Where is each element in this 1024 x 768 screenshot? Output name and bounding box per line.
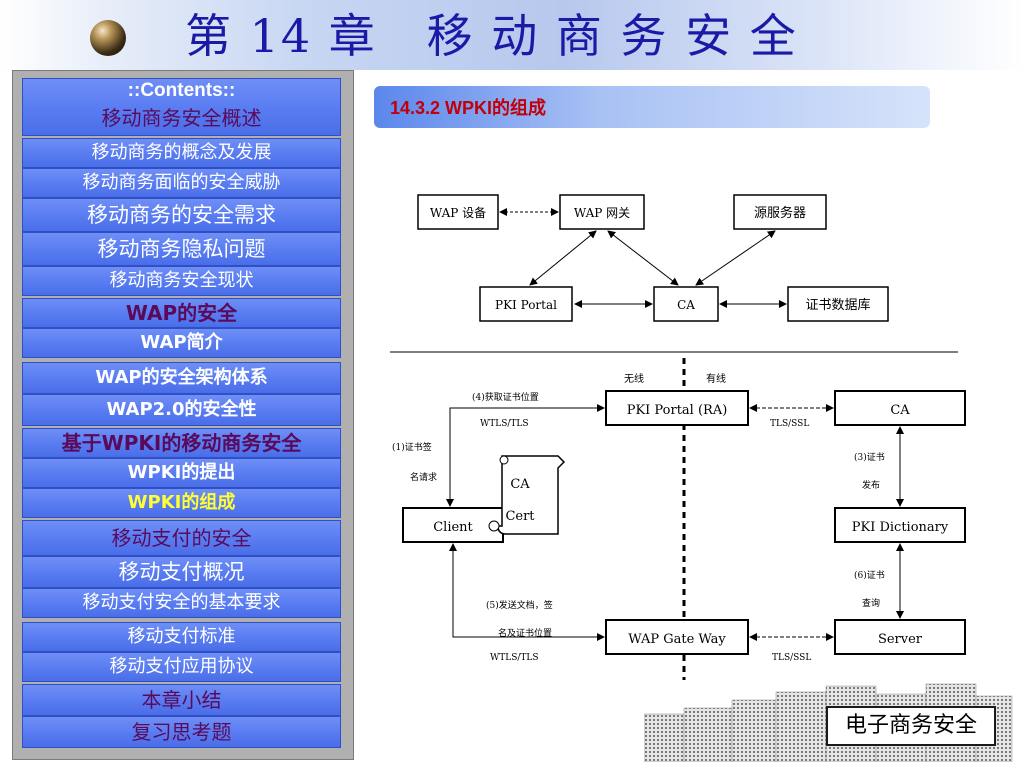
- sidebar-item-label: 移动商务的概念及发展: [91, 142, 272, 163]
- sidebar-item-label: 移动支付安全的基本要求: [82, 592, 281, 613]
- header-banner: 第 14 章 移 动 商 务 安 全: [0, 0, 1024, 70]
- sidebar-item-10[interactable]: WAP2.0的安全性: [22, 394, 341, 426]
- sidebar-item-label: 移动支付的安全: [111, 526, 252, 550]
- wireless-label: 无线: [624, 372, 644, 385]
- section-heading: 14.3.2 WPKI的组成: [390, 98, 547, 118]
- tls-ssl-label-1: TLS/SSL: [770, 419, 809, 429]
- sidebar-item-6[interactable]: 移动商务安全现状: [22, 266, 341, 296]
- pki-portal-box: [479, 286, 573, 322]
- step3-label-a: (3)证书: [854, 452, 885, 463]
- sidebar-item-label: 移动支付标准: [127, 626, 236, 647]
- sidebar-item-5[interactable]: 移动商务隐私问题: [22, 232, 341, 266]
- origin-server-label: 源服务器: [754, 205, 806, 221]
- sidebar-item-17[interactable]: 移动支付标准: [22, 622, 341, 652]
- sidebar-item-4[interactable]: 移动商务的安全需求: [22, 198, 341, 232]
- sidebar-item-7[interactable]: WAP的安全: [22, 298, 341, 328]
- sidebar-item-3[interactable]: 移动商务面临的安全威胁: [22, 168, 341, 198]
- client-label: Client: [433, 520, 473, 535]
- sidebar-item-label: WPKI的组成: [127, 492, 236, 513]
- sidebar-item-13[interactable]: WPKI的组成: [22, 488, 341, 518]
- sidebar-item-label: WAP的安全: [125, 301, 238, 325]
- step1-label-a: (1)证书签: [392, 441, 432, 453]
- sidebar-item-label: WAP简介: [140, 332, 223, 353]
- wpki-diagram: WAP 设备 WAP 网关 源服务器 PKI Portal CA 证书数据库 无…: [390, 194, 966, 680]
- sidebar-item-label: 移动支付概况: [118, 560, 245, 584]
- ca-box-top: [653, 286, 719, 322]
- step6-label-a: (6)证书: [854, 570, 885, 581]
- sidebar-item-18[interactable]: 移动支付应用协议: [22, 652, 341, 682]
- sidebar-item-15[interactable]: 移动支付概况: [22, 556, 341, 588]
- server-label: Server: [878, 632, 923, 647]
- top-diagram: WAP 设备 WAP 网关 源服务器 PKI Portal CA 证书数据库: [417, 194, 889, 322]
- wtls-tls-label-2: WTLS/TLS: [490, 653, 539, 663]
- sidebar-item-19[interactable]: 本章小结: [22, 684, 341, 716]
- sidebar-item-label: WAP的安全架构体系: [95, 367, 268, 388]
- origin-server-box: [733, 194, 827, 230]
- wap-device-box: [417, 194, 499, 230]
- pki-portal-ra-label: PKI Portal (RA): [627, 403, 728, 418]
- sidebar-item-label: 移动商务的安全需求: [87, 203, 276, 227]
- sidebar-item-label: 移动支付应用协议: [109, 656, 254, 677]
- wap-gateway-label: WAP 网关: [574, 206, 630, 220]
- bottom-diagram: 无线 有线 PKI Portal (RA) CA Client CA Cert …: [392, 358, 966, 680]
- sidebar-item-2[interactable]: 移动商务的概念及发展: [22, 138, 341, 168]
- ca-cert-line2: Cert: [505, 509, 535, 524]
- sidebar-item-9[interactable]: WAP的安全架构体系: [22, 362, 341, 394]
- step3-label-b: 发布: [862, 479, 880, 491]
- wap-gateway-box: [559, 194, 645, 230]
- sidebar-item-8[interactable]: WAP简介: [22, 328, 341, 358]
- sidebar-item-20[interactable]: 复习思考题: [22, 716, 341, 748]
- sidebar-item-16[interactable]: 移动支付安全的基本要求: [22, 588, 341, 618]
- wap-gateway-label-bottom: WAP Gate Way: [628, 632, 726, 647]
- wtls-tls-label-1: WTLS/TLS: [480, 419, 529, 429]
- pki-portal-ra-box: [605, 390, 749, 426]
- chapter-title: 第 14 章 移 动 商 务 安 全: [185, 9, 798, 63]
- sidebar-item-14[interactable]: 移动支付的安全: [22, 520, 341, 556]
- client-box: [402, 507, 504, 543]
- ca-label-top: CA: [677, 298, 695, 312]
- pki-dictionary-label: PKI Dictionary: [852, 520, 949, 535]
- ca-box-bottom: [834, 390, 966, 426]
- sidebar-item-label: 移动商务面临的安全威胁: [82, 172, 281, 193]
- tls-ssl-label-2: TLS/SSL: [772, 653, 811, 663]
- section-heading-bar: 14.3.2 WPKI的组成: [374, 86, 930, 128]
- sidebar-item-label: 移动商务隐私问题: [97, 237, 266, 261]
- sidebar-item-11[interactable]: 基于WPKI的移动商务安全: [22, 428, 341, 458]
- wap-device-label: WAP 设备: [430, 206, 486, 220]
- sidebar-item-12[interactable]: WPKI的提出: [22, 458, 341, 488]
- course-badge: 电子商务安全: [826, 706, 996, 746]
- step6-label-b: 查询: [862, 597, 880, 609]
- sphere-bullet-icon: [90, 20, 126, 56]
- sidebar-item-label: 移动商务安全概述: [101, 106, 262, 130]
- step5-label-a: (5)发送文档，签: [486, 599, 553, 611]
- wap-gateway-box-bottom: [605, 619, 749, 655]
- sidebar-item-label: 移动商务安全现状: [109, 270, 254, 291]
- step1-label-b: 名请求: [410, 471, 437, 483]
- ca-label-bottom: CA: [890, 403, 910, 418]
- ca-cert-line1: CA: [510, 477, 530, 492]
- step4-label: (4)获取证书位置: [472, 391, 539, 403]
- sidebar-item-label: WAP2.0的安全性: [106, 399, 257, 420]
- cert-db-label: 证书数据库: [805, 297, 870, 313]
- pki-dictionary-box: [834, 507, 966, 543]
- server-box: [834, 619, 966, 655]
- sidebar-item-label: 基于WPKI的移动商务安全: [61, 431, 302, 455]
- cert-db-box: [787, 286, 889, 322]
- sidebar-item-contents-header[interactable]: ::Contents::移动商务安全概述: [22, 78, 341, 136]
- sidebar-item-label: WPKI的提出: [127, 462, 236, 483]
- sidebar-item-label: 本章小结: [141, 688, 222, 712]
- step5-label-b: 名及证书位置: [498, 627, 552, 639]
- pki-portal-label: PKI Portal: [495, 298, 557, 312]
- sidebar-item-label: ::Contents::: [127, 80, 236, 101]
- wired-label: 有线: [706, 372, 726, 385]
- sidebar-item-label: 复习思考题: [131, 720, 232, 744]
